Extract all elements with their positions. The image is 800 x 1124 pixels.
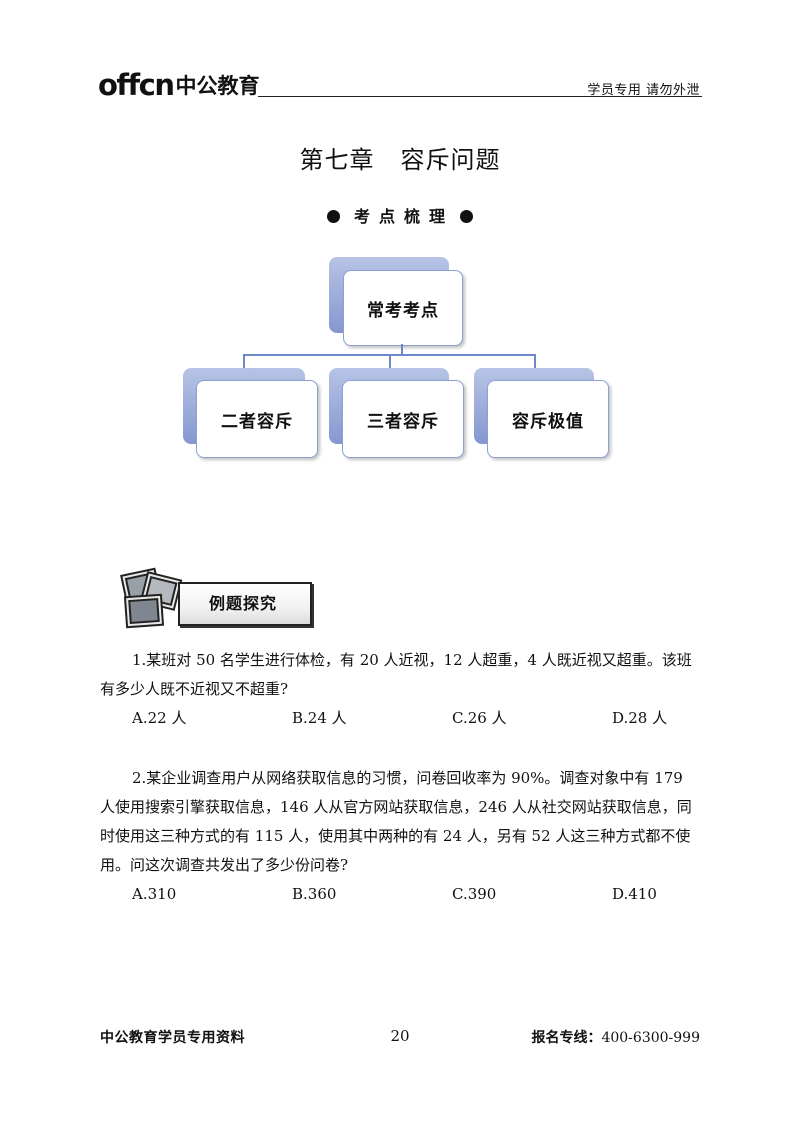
question-1-option-a: A.22 人: [132, 709, 187, 727]
connector-left: [243, 354, 245, 369]
child-node-extreme: 容斥极值: [487, 380, 609, 458]
question-1-text: 1.某班对 50 名学生进行体检，有 20 人近视，12 人超重，4 人既近视又…: [100, 651, 692, 698]
connector-middle: [389, 354, 391, 369]
logo-text-en: offcn: [98, 68, 175, 102]
example-badge-box: [178, 582, 312, 626]
example-badge-label: 例题探究: [208, 594, 277, 613]
child-node-two-sets: 二者容斥: [196, 380, 318, 458]
question-2-option-c: C.390: [452, 885, 497, 903]
child-node-label: 三者容斥: [367, 411, 439, 432]
question-1-option-b: B.24 人: [292, 709, 347, 727]
child-node-label: 二者容斥: [221, 411, 293, 432]
bullet-dot-icon: [326, 210, 340, 223]
hotline-number: 400-6300-999: [601, 1030, 700, 1046]
question-2-option-b: B.360: [292, 885, 337, 903]
root-node-label: 常考考点: [367, 300, 439, 321]
hotline-label: 报名专线：: [531, 1030, 602, 1046]
footer-left-text: 中公教育学员专用资料: [100, 1030, 245, 1046]
header-rule: [258, 96, 702, 97]
page-number: 20: [390, 1027, 410, 1045]
question-2-text: 2.某企业调查用户从网络获取信息的习惯，问卷回收率为 90%。调查对象中有 17…: [100, 769, 692, 874]
chapter-title: 第七章容斥问题: [0, 140, 800, 175]
question-2-option-a: A.310: [132, 885, 177, 903]
chapter-number: 第七章: [299, 146, 375, 174]
question-1-option-c: C.26 人: [452, 709, 507, 727]
connector-vertical-root: [401, 344, 403, 355]
section-subtitle-text: 考点梳理: [353, 207, 454, 226]
question-1-option-d: D.28 人: [612, 709, 668, 727]
child-node-label: 容斥极值: [512, 411, 584, 432]
footer-hotline: 报名专线：400-6300-999: [531, 1027, 700, 1047]
logo-text-cn: 中公教育: [175, 74, 260, 98]
chapter-name: 容斥问题: [400, 146, 501, 174]
offcn-logo: offcn 中公教育: [98, 66, 260, 100]
section-subtitle: 考点梳理: [0, 203, 800, 227]
bullet-dot-icon: [460, 210, 473, 223]
stacked-photos-icon: [120, 567, 183, 629]
question-2-option-d: D.410: [612, 885, 657, 903]
connector-right: [534, 354, 536, 369]
child-node-three-sets: 三者容斥: [342, 380, 464, 458]
header-notice: 学员专用 请勿外泄: [587, 83, 700, 98]
root-node: 常考考点: [343, 270, 463, 346]
